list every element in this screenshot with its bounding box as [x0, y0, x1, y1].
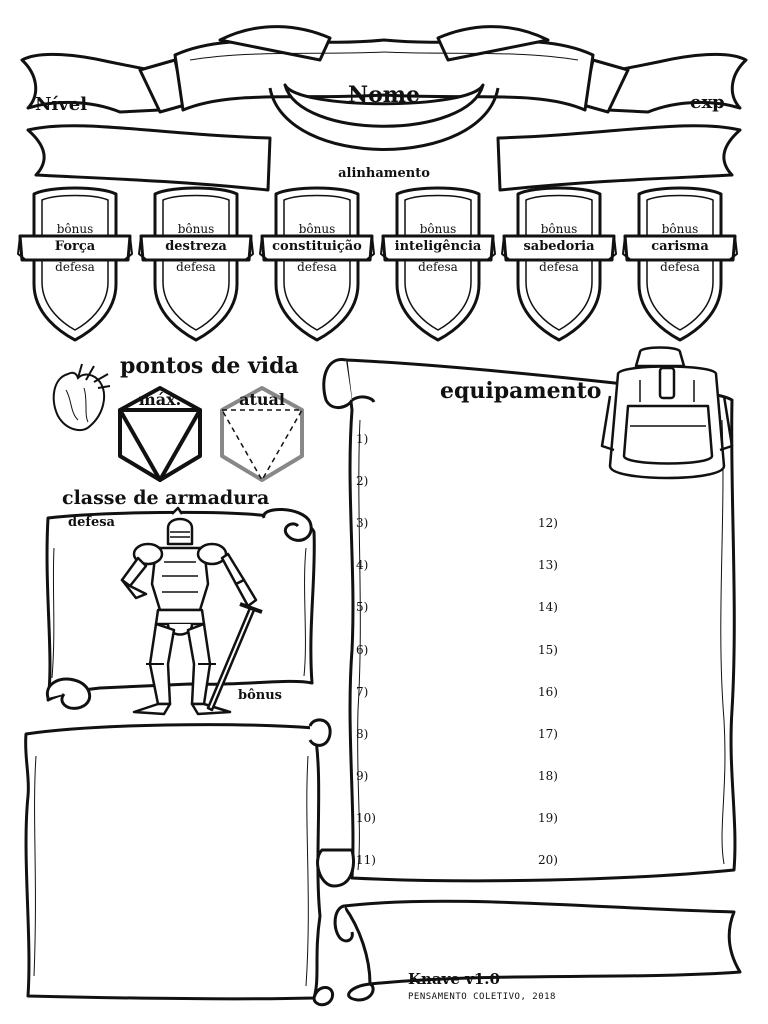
equipment-slot[interactable]: 18): [538, 769, 558, 783]
max-hp-die[interactable]: [112, 384, 208, 484]
shield-icon: [17, 186, 133, 342]
attribute-defense-label: defesa: [660, 260, 700, 274]
equipment-slot[interactable]: 1): [356, 432, 369, 446]
attribute-shield[interactable]: bônus constituição defesa: [259, 184, 375, 344]
shield-icon: [501, 186, 617, 342]
equipment-slot[interactable]: 17): [538, 727, 558, 741]
max-hp-label: máx.: [138, 390, 182, 409]
equipment-slot[interactable]: 10): [356, 811, 376, 825]
equipment-slot[interactable]: 9): [356, 769, 369, 783]
equipment-slot[interactable]: 4): [356, 558, 369, 572]
alignment-label: alinhamento: [338, 166, 430, 181]
attribute-name: Força: [54, 239, 96, 254]
alignment-right-field[interactable]: [508, 140, 728, 174]
attribute-defense-label: defesa: [418, 260, 458, 274]
name-label: Nome: [347, 82, 421, 108]
heart-icon: [52, 363, 111, 432]
backpack-icon: [600, 346, 734, 480]
footer-banner: [333, 899, 742, 1002]
credit-text: PENSAMENTO COLETIVO, 2018: [408, 992, 556, 1002]
equipment-slot[interactable]: 11): [356, 853, 376, 867]
armor-bonus-label: bônus: [238, 688, 282, 703]
level-label: Nível: [35, 94, 88, 115]
attribute-defense-label: defesa: [297, 260, 337, 274]
knight-icon: [120, 506, 263, 716]
shield-icon: [259, 186, 375, 342]
name-banner: [20, 25, 748, 192]
shield-icon: [138, 186, 254, 342]
equipment-slot[interactable]: 3): [356, 516, 369, 530]
attribute-shield[interactable]: bônus carisma defesa: [622, 184, 738, 344]
attribute-bonus-label: bônus: [298, 222, 336, 236]
equipment-slot[interactable]: 2): [356, 474, 369, 488]
equipment-slot[interactable]: 5): [356, 600, 369, 614]
armor-defense-label: defesa: [68, 515, 115, 530]
attribute-name: carisma: [651, 239, 709, 254]
attribute-defense-label: defesa: [55, 260, 95, 274]
attribute-shield[interactable]: bônus inteligência defesa: [380, 184, 496, 344]
equipment-slot[interactable]: 6): [356, 643, 369, 657]
shield-icon: [380, 186, 496, 342]
equipment-title: equipamento: [440, 378, 602, 404]
notes-scroll[interactable]: [14, 716, 336, 1007]
equipment-slot[interactable]: 12): [538, 516, 558, 530]
attribute-defense-label: defesa: [176, 260, 216, 274]
current-hp-label: atual: [239, 390, 285, 409]
hit-points-title: pontos de vida: [120, 353, 299, 379]
exp-label: exp: [690, 92, 725, 113]
equipment-slot[interactable]: 19): [538, 811, 558, 825]
equipment-slot[interactable]: 8): [356, 727, 369, 741]
attribute-bonus-label: bônus: [56, 222, 94, 236]
level-field[interactable]: [40, 64, 140, 94]
game-title: Knave v1.0: [408, 970, 500, 988]
equipment-slot[interactable]: 13): [538, 558, 558, 572]
attribute-name: constituição: [272, 239, 362, 254]
current-hp-die[interactable]: [214, 384, 310, 484]
attribute-bonus-label: bônus: [540, 222, 578, 236]
attribute-bonus-label: bônus: [177, 222, 215, 236]
attribute-shield[interactable]: bônus sabedoria defesa: [501, 184, 617, 344]
attribute-name: destreza: [165, 239, 227, 254]
alignment-left-field[interactable]: [40, 140, 260, 174]
exp-field[interactable]: [628, 64, 728, 94]
shield-icon: [622, 186, 738, 342]
equipment-slot[interactable]: 14): [538, 600, 558, 614]
attribute-shield[interactable]: bônus destreza defesa: [138, 184, 254, 344]
attribute-name: inteligência: [394, 239, 482, 254]
equipment-slot[interactable]: 7): [356, 685, 369, 699]
equipment-slot[interactable]: 20): [538, 853, 558, 867]
attribute-name: sabedoria: [523, 239, 595, 254]
equipment-slot[interactable]: 16): [538, 685, 558, 699]
attribute-defense-label: defesa: [539, 260, 579, 274]
name-field[interactable]: [300, 108, 468, 140]
attribute-bonus-label: bônus: [419, 222, 457, 236]
equipment-slot[interactable]: 15): [538, 643, 558, 657]
armor-class-title: classe de armadura: [62, 487, 270, 509]
attribute-bonus-label: bônus: [661, 222, 699, 236]
